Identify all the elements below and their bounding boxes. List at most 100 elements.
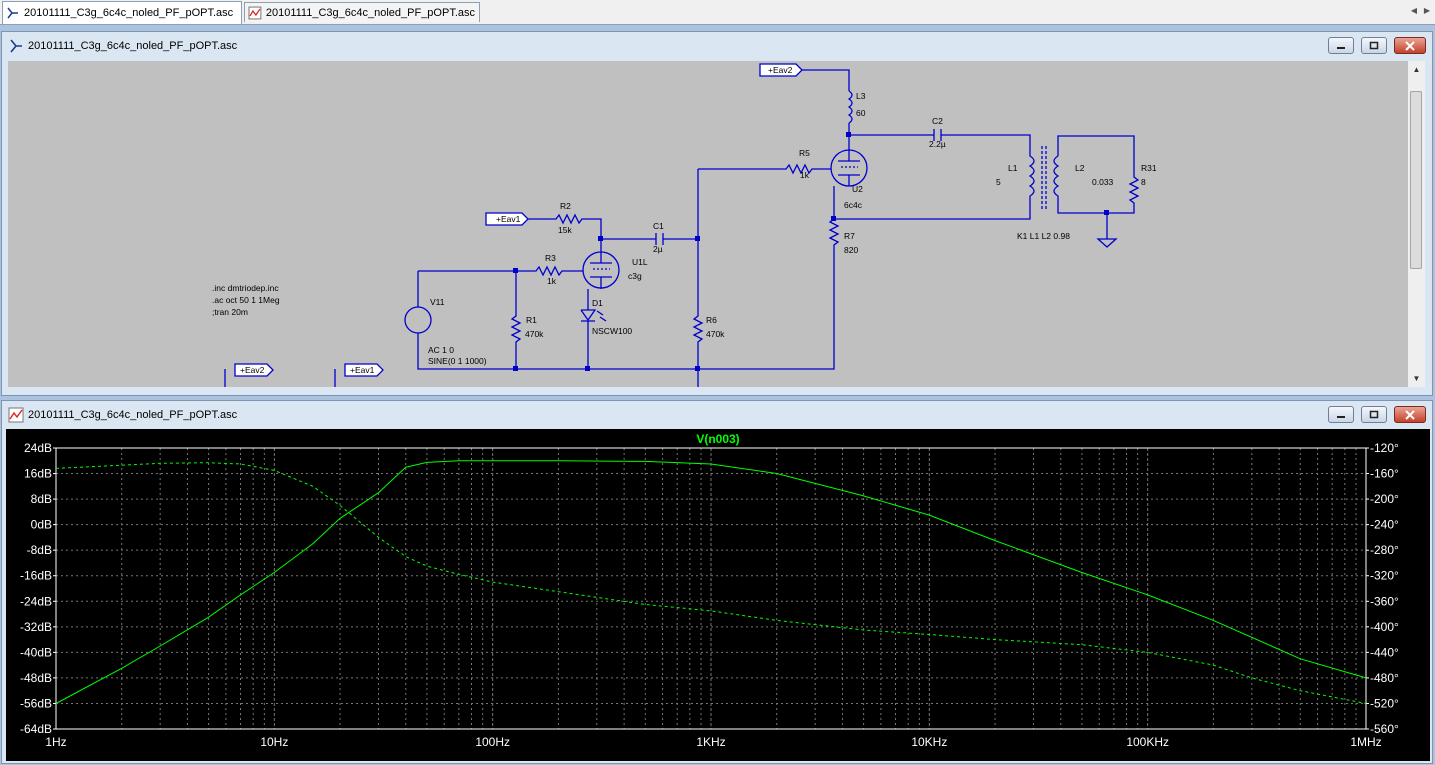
- restore-button[interactable]: [1361, 37, 1387, 54]
- bode-plot: 24dB-120°16dB-160°8dB-200°0dB-240°-8dB-2…: [20, 432, 1399, 749]
- waveform-plot-area[interactable]: 24dB-120°16dB-160°8dB-200°0dB-240°-8dB-2…: [6, 429, 1430, 761]
- component-value: 1k: [800, 170, 810, 180]
- y-tick-label-left: -56dB: [20, 696, 52, 710]
- schematic-drawing: +Eav2 +Eav1 +Eav2 +Eav1 L3 60 C2 2.2µ R5…: [212, 63, 1157, 387]
- minimize-button[interactable]: [1328, 37, 1354, 54]
- schematic-title: 20101111_C3g_6c4c_noled_PF_pOPT.asc: [28, 40, 238, 52]
- y-tick-label-left: 0dB: [31, 518, 52, 532]
- schematic-title-bar[interactable]: 20101111_C3g_6c4c_noled_PF_pOPT.asc: [2, 32, 1432, 60]
- schematic-vertical-scrollbar[interactable]: ▲ ▼: [1408, 61, 1425, 387]
- component-ref: V11: [430, 297, 445, 307]
- net-label: +Eav1: [496, 214, 521, 224]
- component-value: 60: [856, 108, 866, 118]
- resistor-R2: [528, 213, 602, 251]
- magnitude-trace: [55, 460, 1367, 704]
- spice-directive: ;tran 20m: [212, 307, 248, 317]
- y-tick-label-right: -120°: [1370, 441, 1399, 455]
- schematic-icon: [7, 7, 18, 19]
- component-value: 1k: [547, 276, 557, 286]
- component-value: 2µ: [653, 244, 663, 254]
- component-ref: L3: [856, 91, 866, 101]
- tab-schematic[interactable]: 20101111_C3g_6c4c_noled_PF_pOPT.asc: [2, 1, 242, 24]
- x-tick-label: 10Hz: [260, 735, 288, 749]
- close-icon: [1405, 40, 1415, 51]
- waveform-title: 20101111_C3g_6c4c_noled_PF_pOPT.asc: [28, 409, 238, 421]
- spice-directive: .ac oct 50 1 1Meg: [212, 295, 280, 305]
- minimize-icon: [1337, 46, 1345, 49]
- minimize-button[interactable]: [1328, 406, 1354, 423]
- y-tick-label-left: -32dB: [20, 620, 52, 634]
- scroll-down-icon[interactable]: ▼: [1412, 374, 1421, 383]
- component-value: NSCW100: [592, 326, 632, 336]
- inductor-L1: [1028, 143, 1035, 213]
- ground-symbol: [1096, 213, 1118, 248]
- inductor-L3: [847, 90, 853, 124]
- scroll-thumb[interactable]: [1410, 91, 1422, 269]
- component-ref: R7: [844, 231, 855, 241]
- y-tick-label-right: -160°: [1370, 467, 1399, 481]
- waveform-icon: [8, 407, 24, 423]
- schematic-icon: [10, 39, 22, 53]
- y-tick-label-right: -400°: [1370, 620, 1399, 634]
- component-ref: R31: [1141, 163, 1157, 173]
- close-button[interactable]: [1394, 37, 1426, 54]
- net-flag-eav1-bottom: [344, 363, 384, 377]
- resistor-R3: [417, 265, 583, 306]
- trace-label[interactable]: V(n003): [696, 432, 739, 446]
- x-tick-label: 1Hz: [45, 735, 66, 749]
- component-ref: U1L: [632, 257, 648, 267]
- x-tick-label: 1KHz: [696, 735, 725, 749]
- component-ref: R1: [526, 315, 537, 325]
- tab-scroll-right-icon[interactable]: ▶: [1423, 6, 1431, 15]
- component-ref: R3: [545, 253, 556, 263]
- y-tick-label-right: -240°: [1370, 518, 1399, 532]
- resistor-R1: [510, 271, 522, 369]
- waveform-title-bar[interactable]: 20101111_C3g_6c4c_noled_PF_pOPT.asc: [2, 401, 1432, 429]
- voltage-source-V11: [404, 306, 432, 334]
- component-ref: D1: [592, 298, 603, 308]
- component-ref: C2: [932, 116, 943, 126]
- y-tick-label-left: -24dB: [20, 594, 52, 608]
- y-tick-label-left: 24dB: [24, 441, 52, 455]
- resistor-R6: [692, 169, 704, 387]
- schematic-window: 20101111_C3g_6c4c_noled_PF_pOPT.asc: [1, 31, 1433, 396]
- tab-scroll-left-icon[interactable]: ◀: [1410, 6, 1418, 15]
- scroll-up-icon[interactable]: ▲: [1412, 65, 1421, 74]
- component-value: 8: [1141, 177, 1146, 187]
- capacitor-C2: [933, 129, 942, 141]
- component-value: AC 1 0: [428, 345, 454, 355]
- schematic-canvas[interactable]: +Eav2 +Eav1 +Eav2 +Eav1 L3 60 C2 2.2µ R5…: [8, 61, 1408, 387]
- y-tick-label-right: -280°: [1370, 543, 1399, 557]
- component-value: c3g: [628, 271, 642, 281]
- tab-waveform[interactable]: 20101111_C3g_6c4c_noled_PF_pOPT.asc: [244, 2, 480, 22]
- y-tick-label-right: -520°: [1370, 696, 1399, 710]
- component-value: 5: [996, 177, 1001, 187]
- spice-directive: .inc dmtriodep.inc: [212, 283, 279, 293]
- x-tick-label: 1MHz: [1350, 735, 1381, 749]
- x-tick-label: 10KHz: [911, 735, 947, 749]
- net-label: +Eav1: [350, 365, 375, 375]
- y-tick-label-left: -8dB: [27, 543, 52, 557]
- net-label: +Eav2: [240, 365, 265, 375]
- y-tick-label-left: 16dB: [24, 467, 52, 481]
- close-button[interactable]: [1394, 406, 1426, 423]
- y-tick-label-left: 8dB: [31, 492, 52, 506]
- net-label: +Eav2: [768, 65, 793, 75]
- coupling-directive: K1 L1 L2 0.98: [1017, 231, 1070, 241]
- component-ref: C1: [653, 221, 664, 231]
- restore-button[interactable]: [1361, 406, 1387, 423]
- y-tick-label-left: -16dB: [20, 569, 52, 583]
- component-ref: L1: [1008, 163, 1018, 173]
- net-flag-eav2-bottom: [234, 363, 274, 377]
- junction-dots: [513, 132, 1109, 371]
- led-D1: [580, 289, 597, 369]
- y-tick-label-left: -48dB: [20, 671, 52, 685]
- component-ref: R5: [799, 148, 810, 158]
- component-ref: R6: [706, 315, 717, 325]
- component-value: 6c4c: [844, 200, 863, 210]
- close-icon: [1405, 409, 1415, 420]
- resistor-R7: [698, 186, 840, 370]
- tab-label: 20101111_C3g_6c4c_noled_PF_pOPT.asc: [265, 6, 475, 19]
- net-flag-eav2-top: [759, 63, 803, 77]
- component-value: 820: [844, 245, 858, 255]
